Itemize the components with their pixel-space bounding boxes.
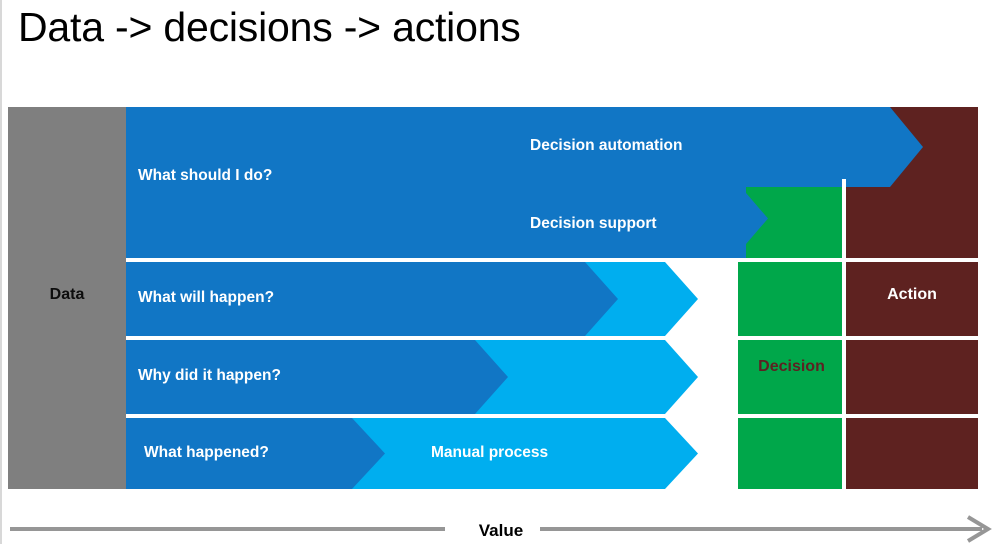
label-cap-manual-process: Manual process xyxy=(431,444,548,462)
label-q-diagnostic: Why did it happen? xyxy=(138,367,281,385)
label-cap-decision-automation-text: Decision automation xyxy=(530,137,683,154)
chevron-block-fill-upper xyxy=(126,107,746,258)
slide-left-border xyxy=(0,0,2,544)
band-separator-1 xyxy=(126,258,978,262)
value-axis: Value xyxy=(10,512,992,546)
maturity-diagram: Data Decision Action xyxy=(8,107,978,489)
label-cap-decision-support: Decision support xyxy=(530,215,657,233)
chevron-predictive-dark[interactable] xyxy=(126,262,618,336)
label-cap-decision-automation: Decision automation xyxy=(530,137,682,155)
label-cap-manual-process-text: Manual process xyxy=(431,444,549,461)
label-q-predictive-text: What will happen? xyxy=(138,289,275,306)
chevron-descriptive-dark[interactable] xyxy=(126,418,385,489)
band-separator-3 xyxy=(126,414,978,418)
chevron-diagnostic-dark[interactable] xyxy=(126,340,508,414)
column-data[interactable]: Data xyxy=(8,107,126,489)
label-q-diagnostic-text: Why did it happen? xyxy=(138,367,281,384)
band-separator-2 xyxy=(126,336,978,340)
label-q-prescriptive: What should I do? xyxy=(138,167,272,185)
column-data-label: Data xyxy=(49,286,85,303)
label-q-descriptive: What happened? xyxy=(144,444,269,462)
value-arrow-icon xyxy=(10,515,992,543)
decision-action-gap xyxy=(842,179,846,489)
label-cap-decision-support-text: Decision support xyxy=(530,215,657,232)
page-title: Data -> decisions -> actions xyxy=(18,4,521,50)
column-action-label: Action xyxy=(887,286,937,303)
column-decision-label: Decision xyxy=(758,358,825,375)
label-q-predictive: What will happen? xyxy=(138,289,274,307)
value-axis-label: Value xyxy=(478,521,524,540)
column-action[interactable]: Action xyxy=(846,107,978,489)
label-q-prescriptive-text: What should I do? xyxy=(138,167,273,184)
label-q-descriptive-text: What happened? xyxy=(144,444,269,461)
chevron-band-stack xyxy=(126,107,978,489)
